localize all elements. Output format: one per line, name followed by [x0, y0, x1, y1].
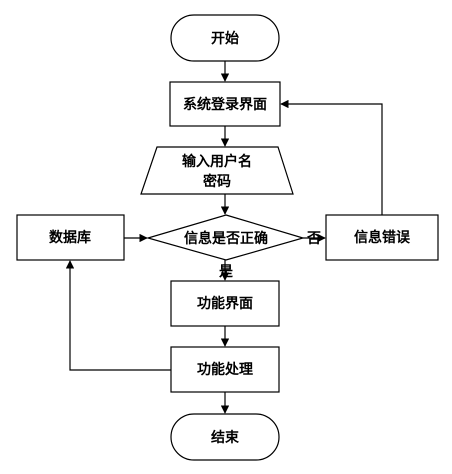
edge-error-to-login — [280, 99, 383, 215]
decision-label: 信息是否正确 — [184, 230, 268, 247]
edge-label-no: 否 — [306, 231, 321, 247]
end-label: 结束 — [211, 429, 240, 446]
function-ui-node: 功能界面 — [170, 280, 280, 327]
database-node: 数据库 — [16, 214, 125, 261]
edge-label-yes: 是 — [219, 264, 234, 280]
function-process-label: 功能处理 — [197, 361, 253, 378]
error-node: 信息错误 — [325, 214, 439, 261]
end-node: 结束 — [170, 413, 280, 461]
function-process-node: 功能处理 — [170, 346, 280, 393]
input-label-line1: 输入用户名 — [182, 153, 252, 170]
edge-process-to-database — [65, 260, 171, 371]
error-label: 信息错误 — [354, 229, 411, 246]
login-screen-label: 系统登录界面 — [183, 96, 267, 113]
function-ui-label: 功能界面 — [197, 295, 253, 312]
input-node: 输入用户名 密码 — [140, 146, 294, 195]
start-node: 开始 — [170, 14, 280, 62]
input-label-line2: 密码 — [202, 173, 231, 190]
start-label: 开始 — [211, 30, 239, 47]
database-label: 数据库 — [49, 229, 91, 246]
decision-node: 信息是否正确 — [145, 214, 306, 261]
login-screen-node: 系统登录界面 — [169, 81, 281, 127]
